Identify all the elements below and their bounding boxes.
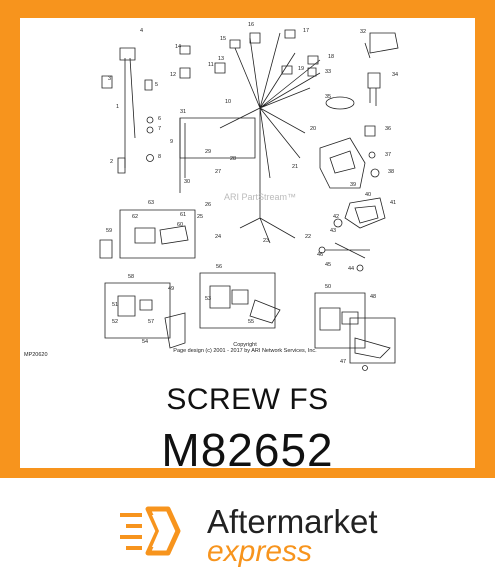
diagram-panel: MP20620 ARI PartStream™ Copyright Page d… xyxy=(20,18,475,476)
callout-30: 30 xyxy=(184,179,190,185)
callout-12: 12 xyxy=(170,72,176,78)
callout-22: 22 xyxy=(305,234,311,240)
callout-45: 45 xyxy=(325,262,331,268)
brand-name-line1: Aftermarket xyxy=(207,503,378,540)
callout-33: 33 xyxy=(325,69,331,75)
callout-labels: 1234567891011121314151617181920212223242… xyxy=(106,22,398,365)
callout-5: 5 xyxy=(155,82,158,88)
callout-31: 31 xyxy=(180,109,186,115)
callout-11: 11 xyxy=(208,62,214,68)
callout-10: 10 xyxy=(225,99,231,105)
callout-52: 52 xyxy=(112,319,118,325)
callout-43: 43 xyxy=(330,228,336,234)
callout-51: 51 xyxy=(112,302,118,308)
part-number: M82652 xyxy=(161,424,334,476)
callout-3: 3 xyxy=(108,76,111,82)
copyright-line1: Copyright xyxy=(233,342,257,348)
callout-18: 18 xyxy=(328,54,334,60)
wiring-harness-diagram: MP20620 ARI PartStream™ Copyright Page d… xyxy=(24,22,399,371)
callout-17: 17 xyxy=(303,28,309,34)
callout-9: 9 xyxy=(170,139,173,145)
callout-63: 63 xyxy=(148,200,154,206)
callout-48: 48 xyxy=(370,294,376,300)
watermark: ARI PartStream™ xyxy=(224,192,296,202)
callout-6: 6 xyxy=(158,116,161,122)
callout-21: 21 xyxy=(292,164,298,170)
callout-28: 28 xyxy=(230,156,236,162)
callout-50: 50 xyxy=(325,284,331,290)
callout-55: 55 xyxy=(248,319,254,325)
callout-40: 40 xyxy=(365,192,371,198)
callout-34: 34 xyxy=(392,72,398,78)
callout-54: 54 xyxy=(142,339,148,345)
callout-57: 57 xyxy=(148,319,154,325)
callout-19: 19 xyxy=(298,66,304,72)
callout-42: 42 xyxy=(333,214,339,220)
callout-29: 29 xyxy=(205,149,211,155)
callout-35: 35 xyxy=(325,94,331,100)
callout-24: 24 xyxy=(215,234,221,240)
callout-44: 44 xyxy=(348,266,354,272)
callout-8: 8 xyxy=(158,154,161,160)
callout-37: 37 xyxy=(385,152,391,158)
callout-23: 23 xyxy=(263,238,269,244)
callout-32: 32 xyxy=(360,29,366,35)
callout-14: 14 xyxy=(175,44,181,50)
copyright-line2: Page design (c) 2001 - 2017 by ARI Netwo… xyxy=(173,348,317,354)
callout-58: 58 xyxy=(128,274,134,280)
callout-4: 4 xyxy=(140,28,143,34)
callout-59: 59 xyxy=(106,228,112,234)
callout-62: 62 xyxy=(132,214,138,220)
callout-16: 16 xyxy=(248,22,254,28)
aftermarket-express-logo-icon xyxy=(120,506,181,556)
callout-1: 1 xyxy=(116,104,119,110)
diagram-code: MP20620 xyxy=(24,352,48,358)
callout-27: 27 xyxy=(215,169,221,175)
brand-name-line2: express xyxy=(207,535,313,568)
callout-15: 15 xyxy=(220,36,226,42)
callout-61: 61 xyxy=(180,212,186,218)
callout-56: 56 xyxy=(216,264,222,270)
callout-53: 53 xyxy=(205,296,211,302)
footer xyxy=(0,478,495,575)
callout-60: 60 xyxy=(177,222,183,228)
callout-38: 38 xyxy=(388,169,394,175)
callout-47: 47 xyxy=(340,359,346,365)
callout-13: 13 xyxy=(218,56,224,62)
callout-26: 26 xyxy=(205,202,211,208)
callout-36: 36 xyxy=(385,126,391,132)
callout-41: 41 xyxy=(390,200,396,206)
callout-2: 2 xyxy=(110,159,113,165)
callout-46: 46 xyxy=(317,252,323,258)
part-name: SCREW FS xyxy=(166,383,329,416)
callout-49: 49 xyxy=(168,286,174,292)
callout-7: 7 xyxy=(158,126,161,132)
callout-25: 25 xyxy=(197,214,203,220)
callout-39: 39 xyxy=(350,182,356,188)
callout-20: 20 xyxy=(310,126,316,132)
